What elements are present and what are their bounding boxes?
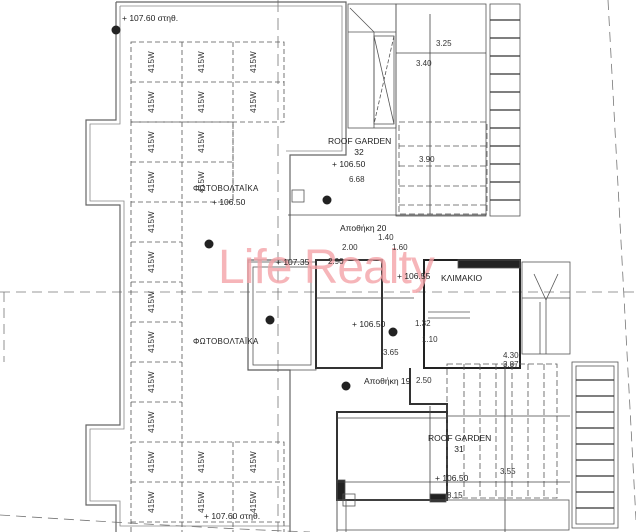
elevation-pv-area: + 106.50 <box>212 197 246 207</box>
elevation-roof-garden-31: + 106.50 <box>435 473 469 483</box>
pv-panel-label: 415W <box>196 451 206 473</box>
dim-door-a: 1.32 <box>415 319 431 328</box>
pv-panel-label: 415W <box>146 411 156 433</box>
pv-panel-label: 415W <box>196 131 206 153</box>
dim-pergola31-a: 4.30 <box>503 351 519 360</box>
elevation-bottom-parapet: + 107.60 στηθ. <box>204 511 261 521</box>
dim-rg32-pergola: 3.90 <box>419 155 435 164</box>
dim-st19-height: 2.50 <box>416 376 432 385</box>
pv-panel-label: 415W <box>196 491 206 513</box>
elevation-roof-garden-32: + 106.50 <box>332 159 366 169</box>
pv-panel-label: 415W <box>146 51 156 73</box>
pv-panel-label: 415W <box>248 451 258 473</box>
dim-door-b: 1.10 <box>422 335 438 344</box>
room-label-storage-20: Αποθήκη 20 <box>340 223 387 233</box>
elevation-stair-landing: + 106.55 <box>397 271 431 281</box>
room-label-roof-garden-31: ROOF GARDEN 31 <box>428 433 492 454</box>
room-label-roof-garden-32: ROOF GARDEN 32 <box>328 136 392 157</box>
elevation-top-parapet: + 107.60 στηθ. <box>122 13 179 23</box>
room-label-stairwell: ΚΛΙΜΑΚΙΟ <box>441 273 483 283</box>
pv-panel-label: 415W <box>146 211 156 233</box>
pv-panel-label: 415W <box>146 131 156 153</box>
pv-panel-label: 415W <box>146 251 156 273</box>
dim-st20-c: 1.60 <box>392 243 408 252</box>
dim-pergola31-b: 3.87 <box>503 360 519 369</box>
pv-panel-label: 415W <box>248 491 258 513</box>
elevation-markers <box>111 25 398 391</box>
pv-panel-label: 415W <box>146 331 156 353</box>
pv-panel-label: 415W <box>146 291 156 313</box>
dim-rg31-height: 3.55 <box>500 467 516 476</box>
zone-label-pv-upper: ΦΩΤΟΒΟΛΤΑΪΚΑ <box>193 184 259 193</box>
room-label-storage-19: Αποθήκη 19 <box>364 376 411 386</box>
pv-panel-label: 415W <box>248 51 258 73</box>
dim-rg31-width: 8.15 <box>447 491 463 500</box>
pv-panel-label: 415W <box>196 171 206 193</box>
dim-st19-width: 3.65 <box>383 348 399 357</box>
dim-st20-d: 2.90 <box>328 257 344 266</box>
plot-boundary-line <box>607 0 636 521</box>
dim-rg32-width-top: 3.25 <box>436 39 452 48</box>
pv-panel-label: 415W <box>146 371 156 393</box>
dim-st20-b: 2.00 <box>342 243 358 252</box>
pv-panel-label: 415W <box>146 451 156 473</box>
pv-panel-label: 415W <box>146 491 156 513</box>
dim-rg32-height-top: 3.40 <box>416 59 432 68</box>
pv-panel-label: 415W <box>248 91 258 113</box>
elevation-terrace-left: + 107.35 <box>276 257 310 267</box>
zone-label-pv-lower: ΦΩΤΟΒΟΛΤΑΪΚΑ <box>193 337 259 346</box>
pv-panel-label: 415W <box>146 171 156 193</box>
elevation-corridor: + 106.50 <box>352 319 386 329</box>
dim-rg32-width: 6.68 <box>349 175 365 184</box>
pv-panel-label: 415W <box>196 51 206 73</box>
dim-st20-a: 1.40 <box>378 233 394 242</box>
pv-panel-label: 415W <box>146 91 156 113</box>
pv-panel-label: 415W <box>196 91 206 113</box>
